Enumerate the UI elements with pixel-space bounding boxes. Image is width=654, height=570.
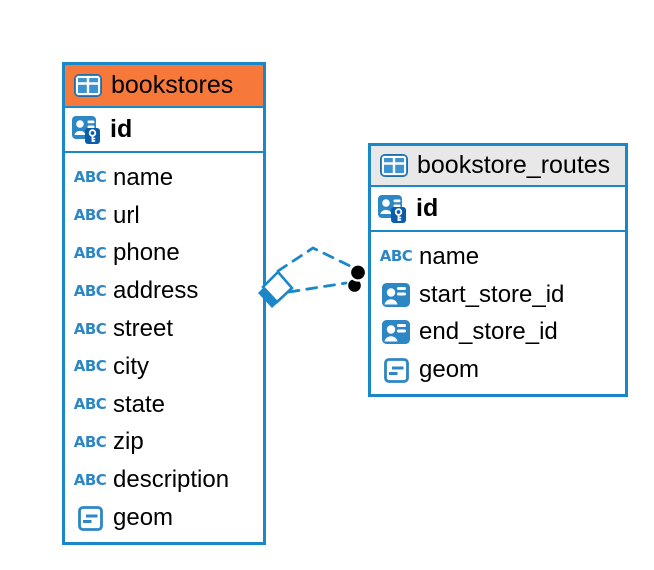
column-row-zip[interactable]: ABC zip [73,424,257,462]
text-type-icon: ABC [379,247,413,266]
table-name: bookstores [111,71,234,99]
table-bookstores[interactable]: bookstores id A [62,62,266,545]
text-type-icon: ABC [73,281,107,300]
table-icon [380,154,408,177]
table-name: bookstore_routes [417,151,611,179]
column-row-address[interactable]: ABC address [73,272,257,310]
column-row-name[interactable]: ABC name [73,159,257,197]
relationship-diamond-endpoint[interactable] [261,270,294,304]
primary-key-icon [378,194,409,223]
text-type-icon: ABC [73,395,107,414]
column-label: name [113,163,174,191]
column-row-state[interactable]: ABC state [73,386,257,424]
column-row-geom[interactable]: geom [73,499,257,537]
column-row-geom[interactable]: geom [379,351,619,389]
text-type-icon: ABC [73,206,107,225]
table-header-bookstore-routes[interactable]: bookstore_routes [371,146,625,187]
relationship-dot-endpoint[interactable] [348,263,368,282]
table-bookstore-routes[interactable]: bookstore_routes id [368,143,628,398]
column-label: geom [113,504,174,532]
text-type-icon: ABC [73,168,107,187]
geometry-type-icon [379,357,413,383]
column-label: url [113,201,140,229]
column-label: city [113,352,149,380]
primary-key-icon [72,115,103,144]
relationship-dot-secondary [348,279,361,292]
column-label: name [419,242,480,270]
relationship-line-upper[interactable] [276,246,352,273]
text-type-icon: ABC [73,470,107,489]
column-row-description[interactable]: ABC description [73,461,257,499]
column-row-url[interactable]: ABC url [73,197,257,235]
relationship-line-lower[interactable] [287,281,348,294]
column-label: zip [113,428,144,456]
reference-type-icon [379,320,413,345]
column-label: start_store_id [419,280,565,308]
column-label: id [416,194,439,222]
column-label: street [113,315,174,343]
column-label: geom [419,356,480,384]
column-row-name[interactable]: ABC name [379,238,619,276]
text-type-icon: ABC [73,357,107,376]
column-row-start-store-id[interactable]: start_store_id [379,276,619,314]
column-row-end-store-id[interactable]: end_store_id [379,314,619,352]
column-label: address [113,277,199,305]
column-row-routes-id[interactable]: id [371,187,625,232]
text-type-icon: ABC [73,319,107,338]
text-type-icon: ABC [73,432,107,451]
column-label: end_store_id [419,318,558,346]
table-icon [74,74,102,97]
text-type-icon: ABC [73,243,107,262]
column-list: ABC name start_store_id [371,232,625,394]
column-label: phone [113,239,180,267]
column-label: id [110,115,133,143]
column-list: ABC name ABC url ABC phone ABC address A… [65,153,263,542]
column-row-street[interactable]: ABC street [73,310,257,348]
table-header-bookstores[interactable]: bookstores [65,65,263,108]
reference-type-icon [379,282,413,307]
column-row-city[interactable]: ABC city [73,348,257,386]
geometry-type-icon [73,505,107,531]
column-row-phone[interactable]: ABC phone [73,235,257,273]
column-label: description [113,466,230,494]
column-row-bookstores-id[interactable]: id [65,108,263,153]
column-label: state [113,390,166,418]
